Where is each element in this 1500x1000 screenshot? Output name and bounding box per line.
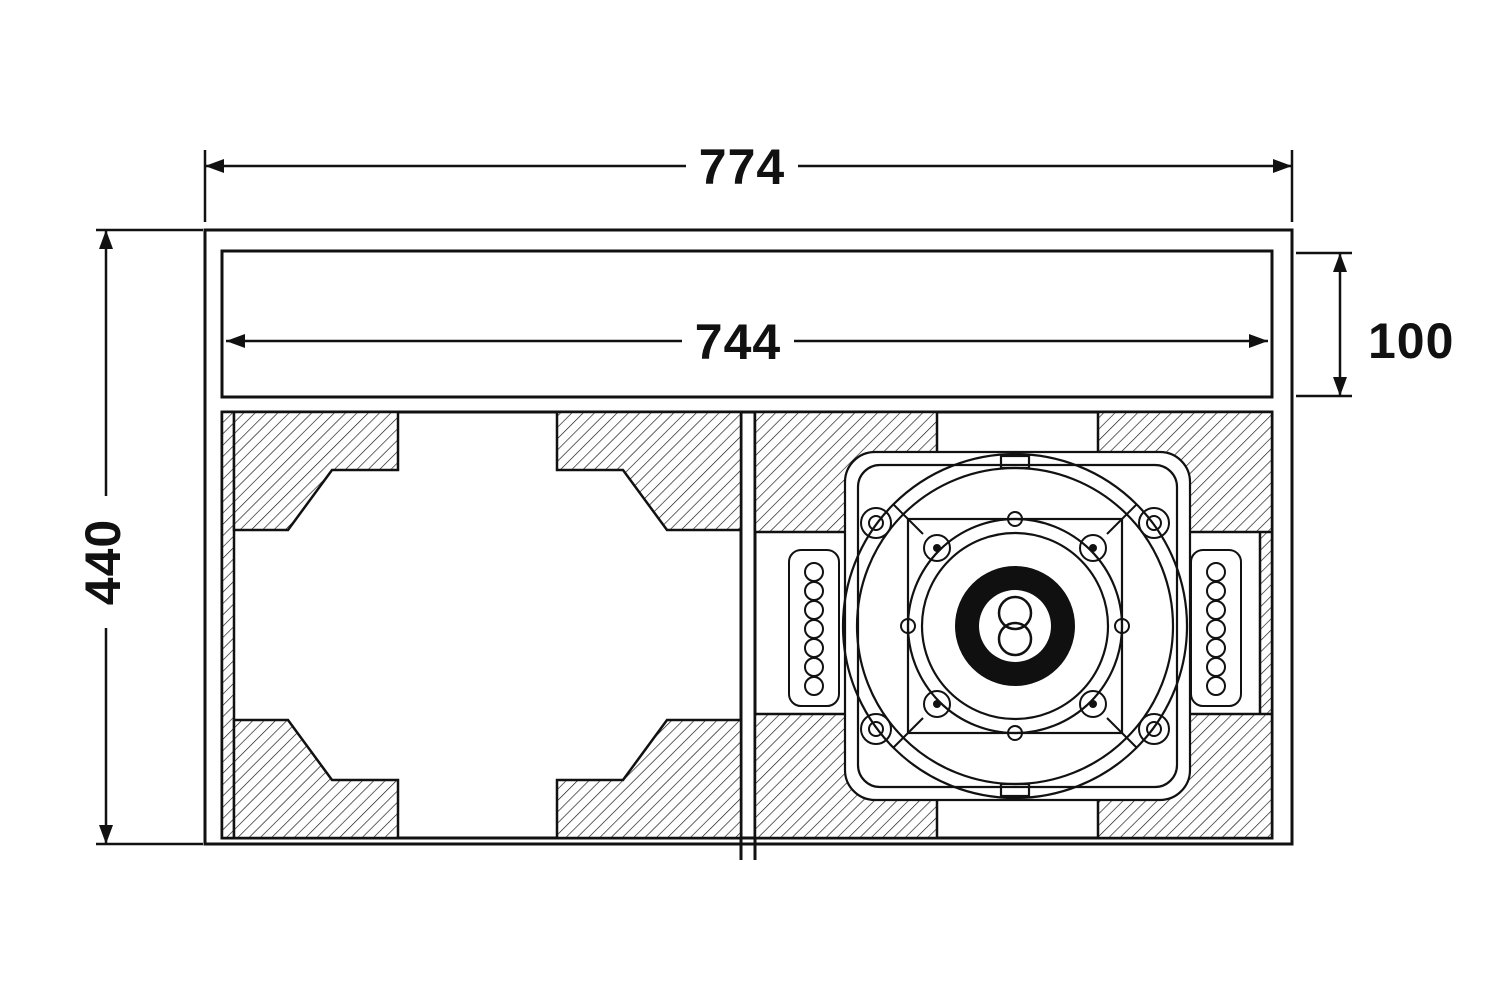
edge-screw-top: [1007, 511, 1023, 527]
bolt-icon: [1138, 507, 1170, 539]
dimension-overall-width: 774: [203, 139, 1294, 222]
brace-bottom-left: [232, 718, 400, 840]
terminal-tab-bottom: [999, 782, 1031, 798]
edge-screw-left: [900, 618, 916, 634]
bolt-icon: [1138, 713, 1170, 745]
edge-screw-bottom: [1007, 725, 1023, 741]
screw-center: [1089, 544, 1097, 552]
arrowhead-left-icon: [226, 334, 245, 348]
screw-center: [1089, 700, 1097, 708]
spring-coil: [1206, 562, 1226, 582]
screw-center: [933, 544, 941, 552]
plate-corner-marks: [892, 503, 1138, 749]
corner-mark-bottom-right: [1106, 717, 1138, 749]
dimension-overall-width-label: 774: [699, 139, 785, 195]
spring-coil: [804, 619, 824, 639]
terminal-tab-top: [999, 454, 1031, 470]
label-background: [682, 316, 794, 364]
dimension-slot-height-label: 100: [1368, 313, 1454, 369]
spring-coil: [804, 676, 824, 696]
arrowhead-down-icon: [99, 825, 113, 844]
magnet-inner: [920, 531, 1110, 721]
spring-coil: [1206, 600, 1226, 620]
arrowhead-right-icon: [1249, 334, 1268, 348]
bolt-icon: [860, 713, 892, 745]
magnet-outer: [906, 517, 1124, 735]
bolt-inner: [868, 721, 884, 737]
brace-top-left: [232, 410, 400, 532]
bolt-inner: [1146, 721, 1162, 737]
dimensions: 774 744 100 440: [75, 139, 1454, 846]
spring-coil: [804, 600, 824, 620]
spring-bracket-right: [1190, 549, 1242, 707]
suspension-spring-left: [788, 549, 840, 707]
spring-coil: [804, 581, 824, 601]
basket-rim-outer: [841, 452, 1189, 800]
dimension-slot-inner-width: 744: [226, 314, 1268, 370]
screw-center: [933, 700, 941, 708]
corner-mark-bottom-left: [892, 717, 924, 749]
screw-icon: [923, 534, 951, 562]
bolt-inner: [868, 515, 884, 531]
label-background: [686, 140, 798, 190]
screw-icon: [1079, 690, 1107, 718]
vent-hole-bottom: [997, 621, 1033, 657]
speaker-driver: [841, 450, 1192, 802]
spring-coil: [1206, 581, 1226, 601]
arrowhead-up-icon: [99, 230, 113, 249]
left-wall-section: [220, 410, 236, 840]
bolt-icon: [860, 507, 892, 539]
label-background: [80, 496, 124, 628]
left-chamber-braces: [220, 410, 743, 840]
mounting-screws: [860, 507, 1170, 745]
arrowhead-left-icon: [205, 159, 224, 173]
spring-coil: [1206, 676, 1226, 696]
spring-bracket-left: [788, 549, 840, 707]
dimension-overall-height-label: 440: [75, 519, 131, 605]
bolt-inner: [1146, 515, 1162, 531]
dimension-slot-height: 100: [1296, 251, 1454, 398]
brace-top-right: [555, 410, 743, 532]
corner-mark-top-left: [892, 503, 924, 535]
screw-icon: [1079, 534, 1107, 562]
dimension-slot-inner-width-label: 744: [695, 314, 781, 370]
corner-mark-top-right: [1106, 503, 1138, 535]
spring-coil: [804, 562, 824, 582]
vent-hole-top: [997, 595, 1033, 631]
cabinet-outer-wall: [203, 228, 1294, 846]
spring-coil: [1206, 619, 1226, 639]
brace-bottom-right: [555, 718, 743, 840]
spring-coil: [804, 638, 824, 658]
screw-icon: [923, 690, 951, 718]
dimension-overall-height: 440: [75, 228, 203, 846]
spring-coil: [804, 657, 824, 677]
pole-center: [979, 590, 1051, 662]
spring-coil: [1206, 638, 1226, 658]
port-slot: [220, 249, 1274, 399]
suspension-spring-right: [1190, 549, 1242, 707]
edge-screw-right: [1114, 618, 1130, 634]
spring-coil: [1206, 657, 1226, 677]
arrowhead-up-icon: [1333, 253, 1347, 272]
arrowhead-right-icon: [1273, 159, 1292, 173]
arrowhead-down-icon: [1333, 377, 1347, 396]
